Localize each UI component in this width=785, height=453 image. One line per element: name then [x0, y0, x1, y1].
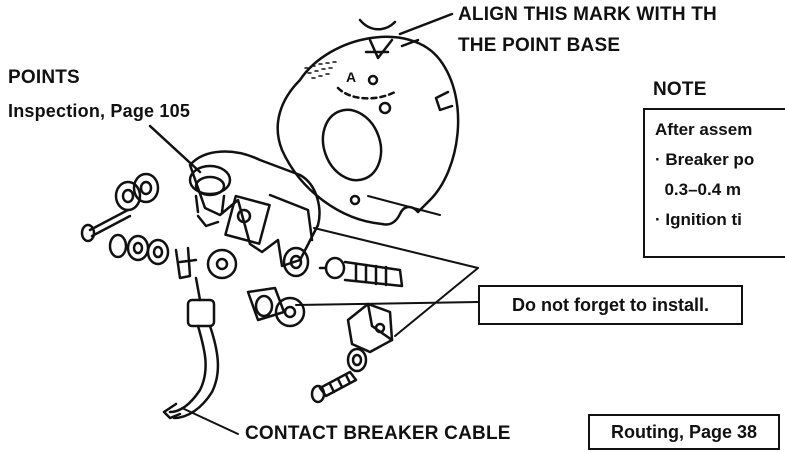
- left-upper-screw-set: [80, 172, 160, 243]
- contact-breaker-cable: [162, 276, 220, 420]
- center-washers: [206, 246, 310, 280]
- align-mark-label-line1: ALIGN THIS MARK WITH TH: [458, 4, 717, 25]
- points-title: POINTS: [8, 67, 80, 88]
- note-line-2: · Breaker po: [655, 150, 755, 169]
- align-mark-label-line2: THE POINT BASE: [458, 35, 621, 56]
- note-title: NOTE: [653, 79, 707, 100]
- leader-lines: [181, 195, 479, 435]
- routing-reference-box: Routing, Page 38: [588, 414, 780, 450]
- plate-marking: A: [346, 69, 356, 85]
- note-line-4: · Ignition ti: [655, 210, 742, 229]
- breaker-point-assembly: [188, 150, 321, 268]
- long-bolt: [318, 256, 404, 288]
- note-line-3: 0.3–0.4 m: [655, 180, 742, 199]
- points-leader-line: [148, 124, 202, 174]
- plate-texture: [304, 61, 337, 79]
- note-box: After assem · Breaker po 0.3–0.4 m · Ign…: [643, 108, 785, 258]
- condenser-terminal: [310, 302, 394, 404]
- left-lower-nut-set: [108, 233, 198, 280]
- do-not-forget-callout: Do not forget to install.: [478, 285, 743, 325]
- note-line-1: After assem: [655, 120, 753, 139]
- cable-label: CONTACT BREAKER CABLE: [245, 423, 511, 444]
- points-inspection-reference: Inspection, Page 105: [8, 101, 191, 121]
- insulator-washers: [246, 286, 306, 328]
- base-plate: [276, 35, 460, 226]
- align-mark-pointer: [358, 12, 454, 60]
